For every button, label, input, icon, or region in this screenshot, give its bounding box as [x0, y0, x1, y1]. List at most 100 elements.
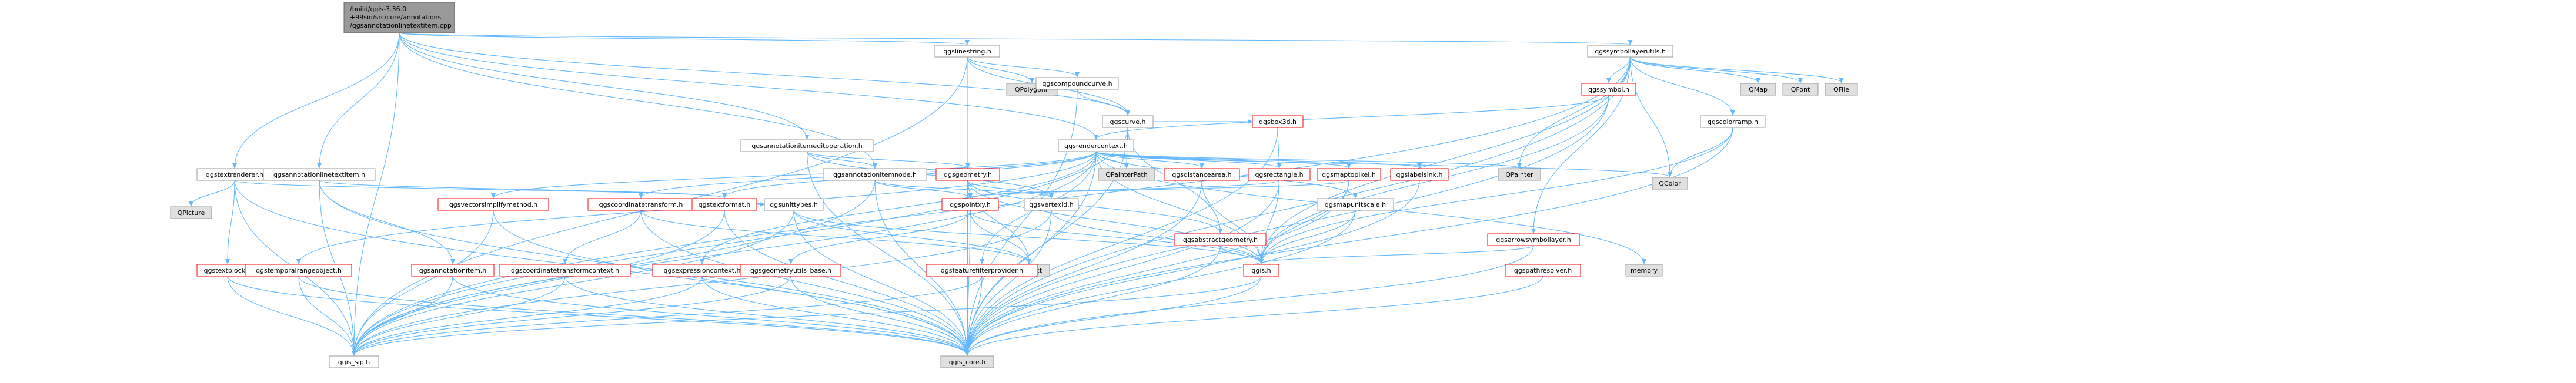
node-qgstextrenderer[interactable]: qgstextrenderer.h — [196, 168, 273, 181]
node-qgsmapunitscale[interactable]: qgsmapunitscale.h — [1317, 198, 1394, 211]
node-box[interactable] — [823, 168, 927, 181]
node-box[interactable] — [1164, 168, 1240, 181]
node-qcolor[interactable]: QColor — [1652, 177, 1688, 190]
node-box[interactable] — [941, 198, 999, 211]
node-box[interactable] — [691, 198, 757, 211]
node-box[interactable] — [1024, 198, 1079, 211]
node-box[interactable] — [1581, 83, 1636, 96]
node-box[interactable] — [1700, 115, 1766, 128]
node-box[interactable] — [1317, 168, 1381, 181]
node-qgsbox3d[interactable]: qgsbox3d.h — [1252, 115, 1304, 128]
node-box[interactable] — [1252, 115, 1304, 128]
node-qgstemporalrangeobject[interactable]: qgstemporalrangeobject.h — [245, 264, 352, 277]
node-qpainter[interactable]: QPainter — [1498, 168, 1541, 181]
edge-qgstextblock-to-qgis-sip — [227, 276, 356, 356]
edge-qgscoordinatetransformcontext-to-qgis-core — [564, 276, 970, 356]
node-label: QPainter — [1505, 171, 1533, 179]
node-box[interactable] — [1652, 177, 1688, 190]
node-qgsabstractgeometry[interactable]: qgsabstractgeometry.h — [1174, 233, 1267, 246]
node-box[interactable] — [1248, 168, 1311, 181]
node-box[interactable] — [926, 264, 1038, 277]
node-qgstextformat[interactable]: qgstextformat.h — [691, 198, 757, 211]
node-qgsrectangle[interactable]: qgsrectangle.h — [1248, 168, 1311, 181]
node-qgspointxy[interactable]: qgspointxy.h — [941, 198, 999, 211]
node-qgis-core[interactable]: qgis_core.h — [940, 355, 994, 368]
edge-qgsrendercontext-to-qgsrectangle — [1095, 151, 1282, 169]
node-box[interactable] — [1243, 264, 1279, 277]
node-box[interactable] — [1498, 168, 1541, 181]
node-box[interactable] — [1782, 83, 1819, 96]
node-qgis[interactable]: qgis.h — [1243, 264, 1279, 277]
node-qgsexpressioncontext[interactable]: qgsexpressioncontext.h — [652, 264, 752, 277]
node-qgsannotationlinetextitem[interactable]: qgsannotationlinetextitem.h — [263, 168, 376, 181]
node-qfile[interactable]: QFile — [1825, 83, 1858, 96]
node-memory[interactable]: memory — [1625, 264, 1663, 277]
node-box[interactable] — [940, 355, 994, 368]
node-box[interactable] — [170, 206, 212, 219]
node-box[interactable] — [1825, 83, 1858, 96]
node-box[interactable] — [1035, 77, 1119, 90]
node-qgscurve[interactable]: qgscurve.h — [1102, 115, 1154, 128]
node-box[interactable] — [1625, 264, 1663, 277]
edge-qgsmapunitscale-to-qgis-core — [965, 210, 1356, 356]
node-qgspathresolver[interactable]: qgspathresolver.h — [1505, 264, 1581, 277]
node-qmap[interactable]: QMap — [1740, 83, 1776, 96]
node-qgsarrowsymbollayer[interactable]: qgsarrowsymbollayer.h — [1487, 233, 1580, 246]
node-qfont[interactable]: QFont — [1782, 83, 1819, 96]
edge-qgsgeometryutils-base-to-qgis-core — [790, 276, 970, 356]
node-box[interactable] — [935, 168, 1000, 181]
node-box[interactable] — [1390, 168, 1449, 181]
node-box[interactable] — [411, 264, 495, 277]
node-qgsannotationitemnode[interactable]: qgsannotationitemnode.h — [823, 168, 927, 181]
node-box[interactable] — [740, 264, 841, 277]
node-box[interactable] — [329, 355, 379, 368]
node-qgscolorramp[interactable]: qgscolorramp.h — [1700, 115, 1766, 128]
node-box[interactable] — [1174, 233, 1267, 246]
node-qgsmaptopixel[interactable]: qgsmaptopixel.h — [1317, 168, 1381, 181]
node-qgsunittypes[interactable]: qgsunittypes.h — [764, 198, 824, 211]
node-qgsgeometryutils-base[interactable]: qgsgeometryutils_base.h — [740, 264, 841, 277]
node-label: qgsdistancearea.h — [1172, 171, 1231, 179]
node-qgsfeaturefilterprovider[interactable]: qgsfeaturefilterprovider.h — [926, 264, 1038, 277]
node-box[interactable] — [1587, 45, 1673, 58]
root-node[interactable]: /build/qgis-3.36.0 +99sid/src/core/annot… — [343, 2, 455, 33]
node-qgssymbollayerutils[interactable]: qgssymbollayerutils.h — [1587, 45, 1673, 58]
node-qgsannotationitemeditoperation[interactable]: qgsannotationitemeditoperation.h — [740, 139, 874, 152]
node-qgsgeometry[interactable]: qgsgeometry.h — [935, 168, 1000, 181]
node-label: qgslabelsink.h — [1396, 171, 1443, 179]
node-box[interactable] — [499, 264, 631, 277]
node-qpicture[interactable]: QPicture — [170, 206, 212, 219]
root-node-box[interactable] — [343, 2, 455, 33]
node-qgscoordinatetransform[interactable]: qgscoordinatetransform.h — [587, 198, 694, 211]
node-qgslinestring[interactable]: qgslinestring.h — [934, 45, 1000, 58]
node-qgslabelsink[interactable]: qgslabelsink.h — [1390, 168, 1449, 181]
node-box[interactable] — [1058, 139, 1134, 152]
node-qpainterpath[interactable]: QPainterPath — [1098, 168, 1155, 181]
node-qgscoordinatetransformcontext[interactable]: qgscoordinatetransformcontext.h — [499, 264, 631, 277]
node-qgis-sip[interactable]: qgis_sip.h — [329, 355, 379, 368]
node-box[interactable] — [1740, 83, 1776, 96]
node-qgstextblock[interactable]: qgstextblock.h — [196, 264, 259, 277]
edge-qgsvectorsimplifymethod-to-qgis-sip — [352, 210, 494, 356]
node-box[interactable] — [1487, 233, 1580, 246]
node-box[interactable] — [437, 198, 549, 211]
edge-qgis-to-qgis-core — [965, 276, 1262, 356]
node-box[interactable] — [740, 139, 874, 152]
node-box[interactable] — [1317, 198, 1394, 211]
node-box[interactable] — [1505, 264, 1581, 277]
node-qgscompoundcurve[interactable]: qgscompoundcurve.h — [1035, 77, 1119, 90]
node-box[interactable] — [245, 264, 352, 277]
node-box[interactable] — [1098, 168, 1155, 181]
node-box[interactable] — [934, 45, 1000, 58]
node-qgsrendercontext[interactable]: qgsrendercontext.h — [1058, 139, 1134, 152]
node-qgssymbol[interactable]: qgssymbol.h — [1581, 83, 1636, 96]
node-box[interactable] — [764, 198, 824, 211]
node-qgsdistancearea[interactable]: qgsdistancearea.h — [1164, 168, 1240, 181]
node-qgsvectorsimplifymethod[interactable]: qgsvectorsimplifymethod.h — [437, 198, 549, 211]
node-qgsannotationitem[interactable]: qgsannotationitem.h — [411, 264, 495, 277]
edge-root-to-qgslinestring — [399, 32, 970, 45]
node-qgsvertexid[interactable]: qgsvertexid.h — [1024, 198, 1079, 211]
node-box[interactable] — [263, 168, 376, 181]
node-label: QFile — [1833, 86, 1849, 93]
node-box[interactable] — [1102, 115, 1154, 128]
